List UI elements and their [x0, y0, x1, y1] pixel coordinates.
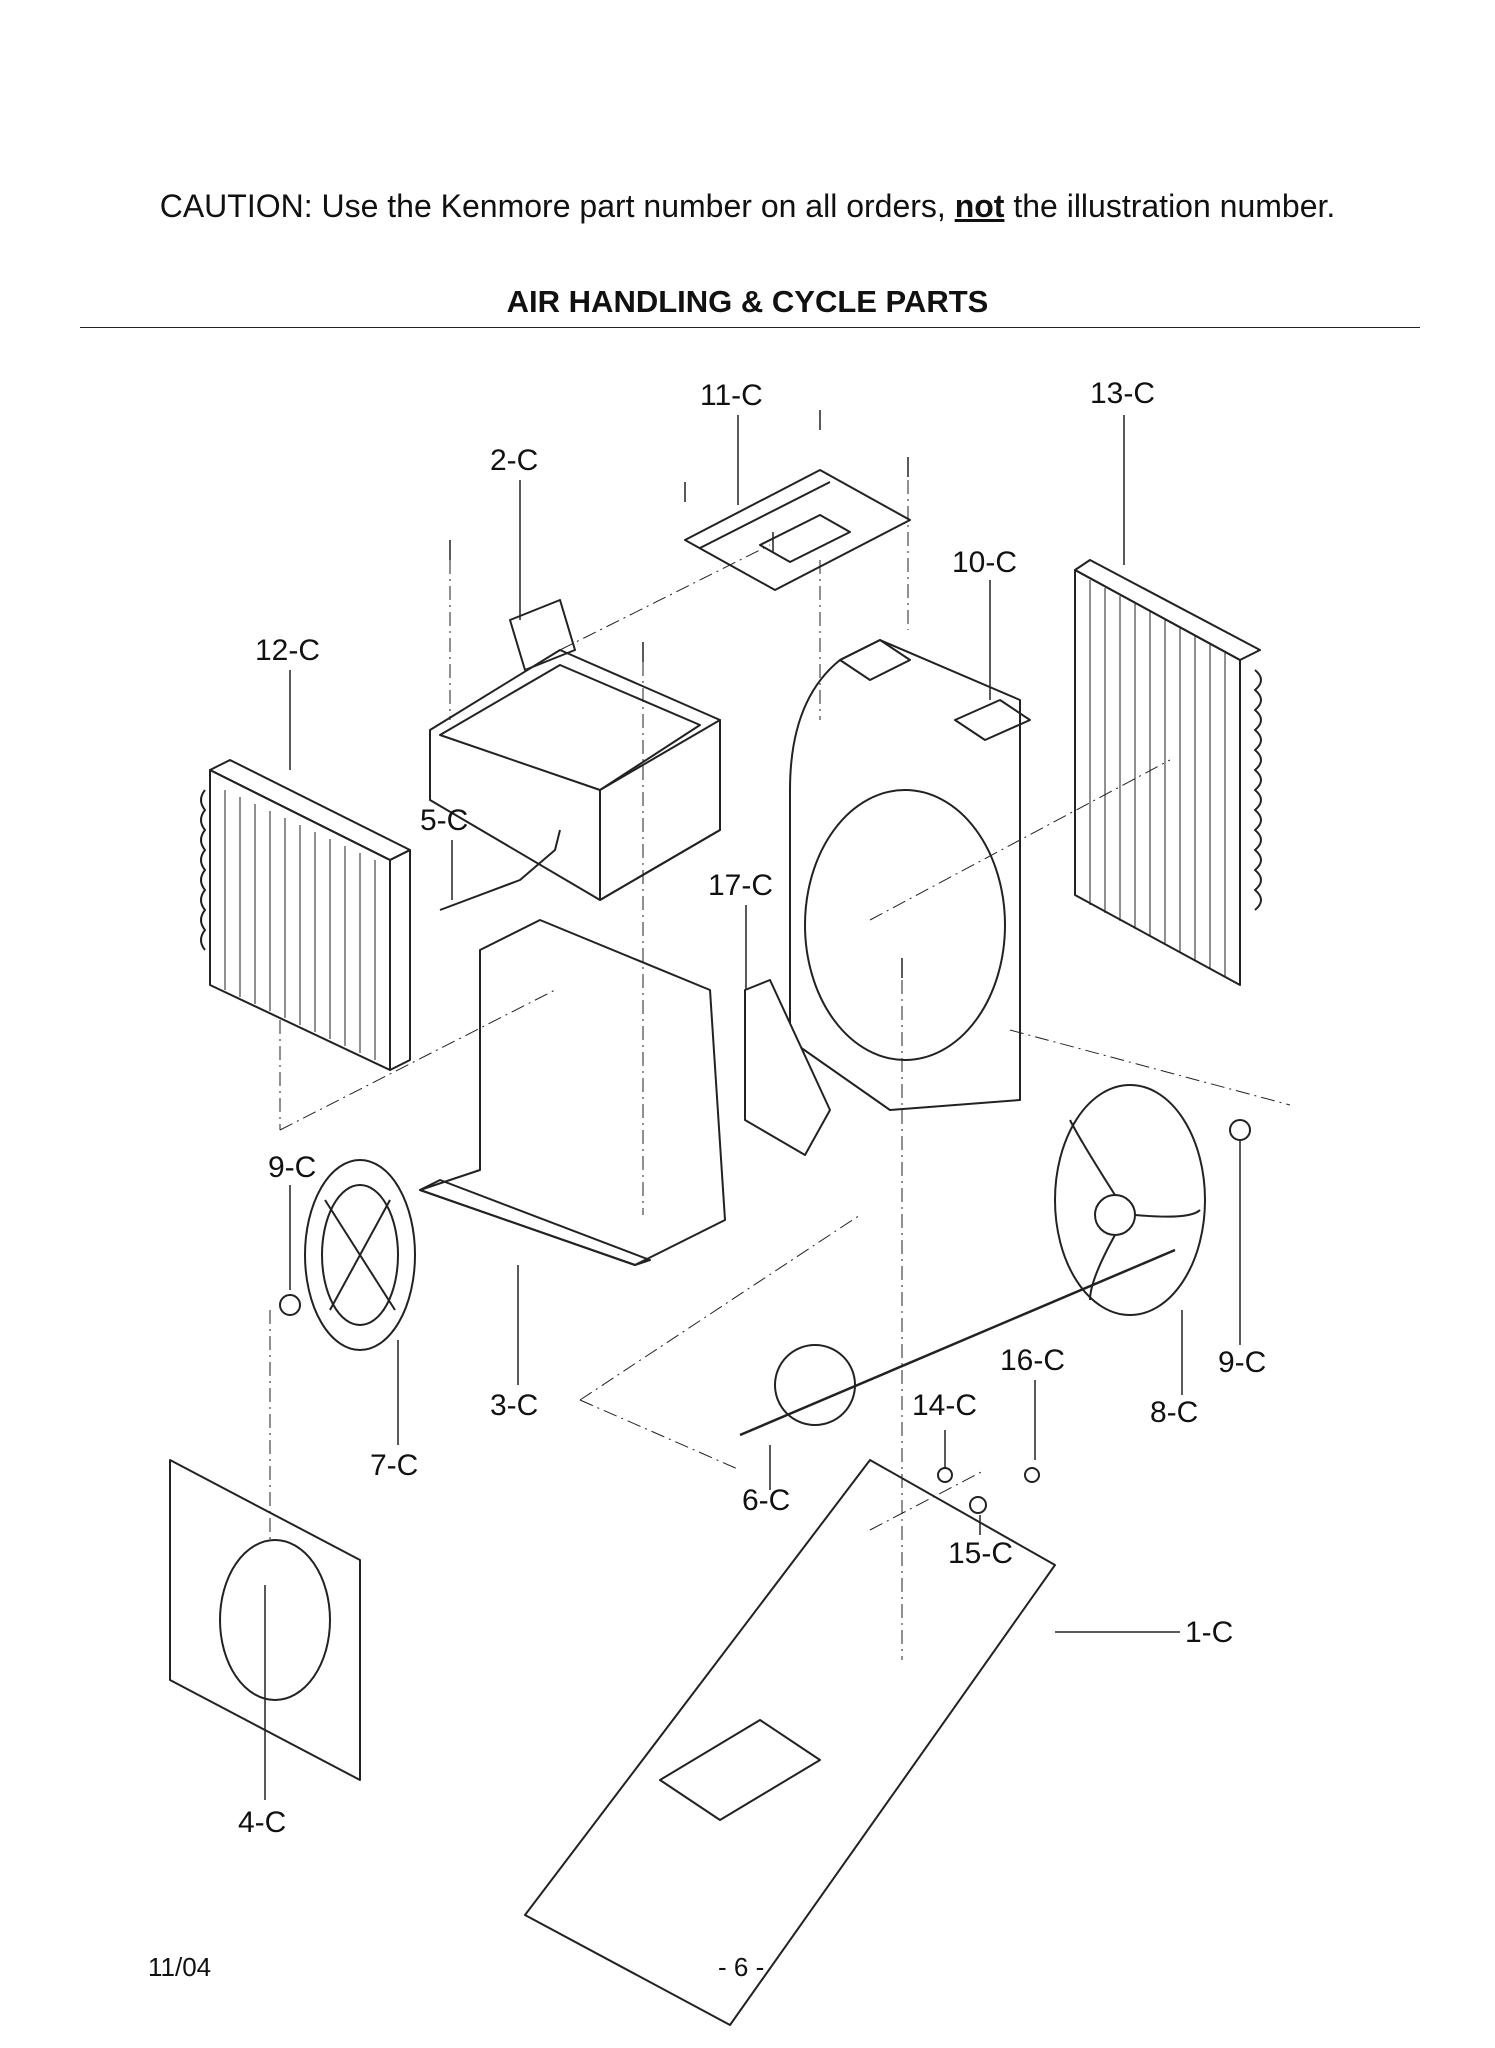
label-1c: 1-C — [1185, 1616, 1233, 1649]
label-16c: 16-C — [1000, 1344, 1065, 1377]
evaporator-coil-right — [1074, 559, 1262, 986]
label-11c: 11-C — [700, 379, 763, 412]
fan-shroud — [789, 639, 1031, 1111]
footer-date: 11/04 — [148, 1952, 212, 1982]
air-guide-duct — [429, 599, 721, 901]
label-12c: 12-C — [255, 634, 320, 667]
label-3c: 3-C — [490, 1389, 538, 1422]
motor-bracket — [744, 979, 831, 1156]
clamp-right — [1229, 1119, 1251, 1141]
base-pan — [524, 1459, 1056, 2026]
clamp-left — [279, 1294, 301, 1316]
nut — [937, 1467, 953, 1483]
label-9c-right: 9-C — [1218, 1346, 1266, 1379]
label-9c-left: 9-C — [268, 1151, 316, 1184]
caution-emphasis: not — [954, 188, 1005, 224]
label-10c: 10-C — [952, 546, 1017, 579]
label-4c: 4-C — [238, 1806, 286, 1839]
label-7c: 7-C — [370, 1449, 418, 1482]
caution-prefix: CAUTION: Use the Kenmore part number on … — [159, 188, 955, 224]
caution-suffix: the illustration number. — [1004, 188, 1336, 224]
page-title: AIR HANDLING & CYCLE PARTS — [506, 284, 989, 319]
title-rule — [80, 327, 1420, 328]
label-2c: 2-C — [490, 444, 538, 477]
label-17c: 17-C — [708, 869, 773, 902]
propeller-fan — [1054, 1084, 1206, 1316]
page-number: - 6 - — [718, 1952, 765, 1982]
label-6c: 6-C — [742, 1484, 790, 1517]
label-8c: 8-C — [1150, 1396, 1198, 1429]
label-14c: 14-C — [912, 1389, 977, 1422]
label-5c: 5-C — [420, 804, 468, 837]
link-arm — [439, 829, 561, 911]
screws — [449, 410, 909, 978]
caution-notice: CAUTION: Use the Kenmore part number on … — [0, 188, 1495, 225]
label-15c: 15-C — [948, 1537, 1013, 1570]
washer — [969, 1496, 987, 1514]
screw — [1024, 1467, 1040, 1483]
fan-motor — [739, 1248, 1176, 1437]
blower-wheel — [304, 1159, 416, 1351]
condenser-coil-left — [200, 759, 411, 1071]
top-bracket — [684, 469, 911, 591]
label-13c: 13-C — [1090, 377, 1155, 410]
base-housing — [419, 919, 726, 1266]
